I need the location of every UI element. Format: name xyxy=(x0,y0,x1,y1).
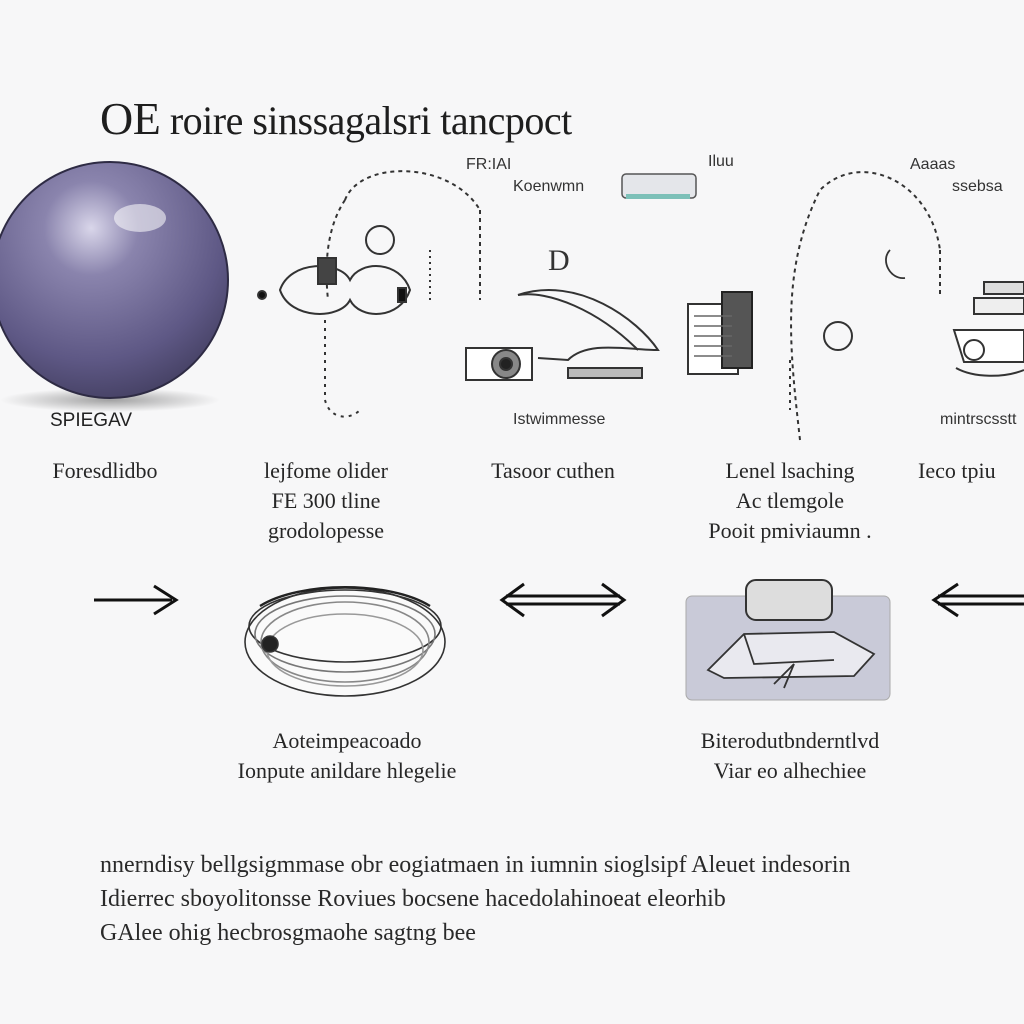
caption-2: lejfome olider FE 300 tline grodolopesse xyxy=(236,456,416,546)
caption-4-line-1: Lenel lsaching xyxy=(725,458,855,483)
title-lead: OE xyxy=(100,93,161,144)
stage4-bottom-label: mintrscsstt xyxy=(940,411,1017,428)
flow-caption-left-line-1: Aoteimpeacoado xyxy=(272,728,422,753)
caption-1-line-1: Foresdlidbo xyxy=(52,458,158,483)
flow-caption-left: Aoteimpeacoado Ionpute anildare hlegelie xyxy=(182,726,512,786)
dashed-loop-icon xyxy=(789,171,941,441)
paragraph-line-3: GAlee ohig hecbrosgmaohe sagtng bee xyxy=(100,920,476,946)
ship-icon xyxy=(952,281,1024,377)
caption-2-line-3: grodolopesse xyxy=(267,518,385,543)
caption-5: Ieco tpiu xyxy=(918,456,1024,486)
caption-4: Lenel lsaching Ac tlemgole Pooit pmiviau… xyxy=(690,456,890,546)
arrow-right-icon xyxy=(94,584,179,616)
arrow-double-icon xyxy=(499,582,627,618)
hub-icon xyxy=(244,586,446,697)
camera-icon: D xyxy=(465,244,660,381)
flow-caption-right: Biterodutbnderntlvd Viar eo alhechiee xyxy=(640,726,940,786)
arrow-left-icon xyxy=(931,582,1024,618)
caption-4-line-3: Pooit pmiviaumn . xyxy=(708,518,872,543)
stage2-top-label: FR:IAI xyxy=(466,156,512,173)
description-paragraph: nnerndisy bellgsigmmase obr eogiatmaen i… xyxy=(100,848,1024,950)
title-rest: roire sinssagalsri tancpoct xyxy=(169,98,572,143)
caption-3: Tasoor cuthen xyxy=(468,456,638,486)
paragraph-line-2: Idierrec sboyolitonsse Roviues bocsene h… xyxy=(100,886,726,912)
stage4-sub-label: ssebsa xyxy=(952,178,1003,195)
caption-5-line-1: Ieco tpiu xyxy=(918,458,996,483)
caption-4-line-2: Ac tlemgole xyxy=(735,488,845,513)
flow-caption-right-line-2: Viar eo alhechiee xyxy=(713,758,867,783)
caption-2-line-1: lejfome olider xyxy=(263,458,388,483)
tablet-icon xyxy=(685,579,891,701)
clip-icon xyxy=(621,173,697,199)
caption-3-line-1: Tasoor cuthen xyxy=(491,458,615,483)
paragraph-line-1: nnerndisy bellgsigmmase obr eogiatmaen i… xyxy=(100,852,851,878)
stage2-tag-label: Iluu xyxy=(708,153,734,170)
stage4-top-label: Aaaas xyxy=(910,156,956,173)
stage2-sub-label: Koenwmn xyxy=(513,178,585,195)
flow-caption-right-line-1: Biterodutbnderntlvd xyxy=(700,728,880,753)
sphere-label: SPIEGAV xyxy=(50,410,133,431)
diagram-title: OE roire sinssagalsri tancpoct xyxy=(100,92,572,145)
caption-1: Foresdlidbo xyxy=(30,456,180,486)
sphere-icon xyxy=(0,161,229,412)
svg-text:D: D xyxy=(548,244,570,277)
caption-2-line-2: FE 300 tline xyxy=(271,488,381,513)
book-icon xyxy=(687,291,753,375)
headphones-icon xyxy=(257,170,481,418)
flow-caption-left-line-2: Ionpute anildare hlegelie xyxy=(237,758,457,783)
stage3-bottom-label: Istwimmesse xyxy=(513,411,606,428)
